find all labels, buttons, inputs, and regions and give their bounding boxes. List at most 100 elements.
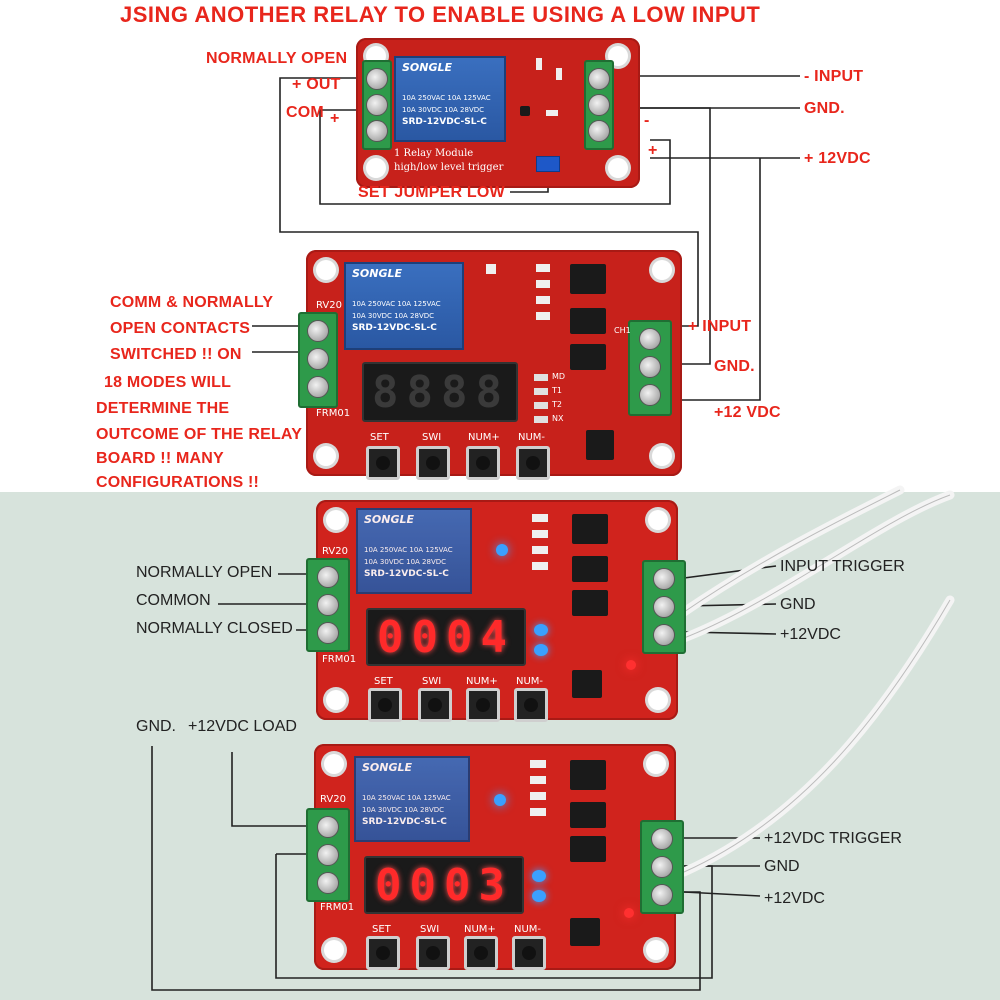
label-normally-open: NORMALLY OPEN — [206, 50, 348, 67]
silk-rv20: RV20 — [322, 546, 348, 557]
set-button[interactable] — [366, 936, 400, 970]
modes-note-line: CONFIGURATIONS !! — [96, 474, 260, 491]
mount-hole — [324, 754, 344, 774]
num-minus-button[interactable] — [512, 936, 546, 970]
label-com: COM — [286, 104, 324, 121]
terminal-screw — [588, 94, 610, 116]
smd-part — [532, 562, 548, 570]
display-value: 8888 — [372, 366, 510, 418]
silk-ch1: CH1 — [614, 326, 631, 335]
ic-chip — [570, 264, 606, 294]
segment-display: 8888 — [362, 362, 518, 422]
terminal-screw — [317, 872, 339, 894]
label-plus-12vdc: +12VDC — [780, 626, 841, 643]
num-plus-button[interactable] — [464, 936, 498, 970]
label-plus: + — [330, 110, 340, 127]
terminal-screw — [639, 384, 661, 406]
silk-rv20: RV20 — [316, 300, 342, 311]
terminal-screw — [651, 856, 673, 878]
mount-hole — [648, 510, 668, 530]
num-plus-button[interactable] — [466, 688, 500, 722]
indicator-led — [534, 402, 548, 409]
modes-note-line: 18 MODES WILL — [104, 374, 232, 391]
button-label-set: SET — [372, 924, 391, 935]
input-terminal-block — [584, 60, 614, 150]
display-value: 0003 — [375, 859, 513, 911]
mount-hole — [608, 158, 628, 178]
num-plus-button[interactable] — [466, 446, 500, 480]
ic-chip — [570, 308, 606, 334]
ic-chip — [570, 760, 606, 790]
num-minus-button[interactable] — [516, 446, 550, 480]
ic-chip — [572, 590, 608, 616]
terminal-screw — [317, 844, 339, 866]
label-normally-open: NORMALLY OPEN — [136, 564, 273, 581]
smd-part — [536, 58, 542, 70]
terminal-screw — [307, 348, 329, 370]
terminal-screw — [317, 622, 339, 644]
module-silk-line: high/low level trigger — [394, 162, 504, 173]
smd-part — [530, 760, 546, 768]
terminal-screw — [653, 624, 675, 646]
label-open-contacts: OPEN CONTACTS — [110, 320, 251, 337]
label-gnd: GND — [780, 596, 816, 613]
terminal-screw — [317, 566, 339, 588]
indicator-led — [534, 374, 548, 381]
swi-button[interactable] — [418, 688, 452, 722]
mount-hole — [646, 940, 666, 960]
relay-module-board: SONGLE 10A 250VAC 10A 125VAC 10A 30VDC 1… — [356, 38, 640, 188]
smd-part — [556, 68, 562, 80]
smd-part — [530, 792, 546, 800]
set-button[interactable] — [366, 446, 400, 480]
label-gnd: GND. — [804, 100, 845, 117]
silk-nx: NX — [552, 414, 564, 423]
relay-component: SONGLE 10A 250VAC 10A 125VAC 10A 30VDC 1… — [356, 508, 472, 594]
mount-hole — [646, 754, 666, 774]
smd-part — [532, 514, 548, 522]
ic-chip — [572, 514, 608, 544]
num-minus-button[interactable] — [514, 688, 548, 722]
label-input-trigger: INPUT TRIGGER — [780, 558, 905, 575]
mount-hole — [326, 690, 346, 710]
terminal-screw — [651, 884, 673, 906]
label-normally-closed: NORMALLY CLOSED — [136, 620, 293, 637]
indicator-led — [534, 416, 548, 423]
terminal-screw — [317, 594, 339, 616]
silk-t2: T2 — [552, 400, 562, 409]
smd-part — [532, 530, 548, 538]
label-gnd: GND — [764, 858, 800, 875]
input-terminal-block — [640, 820, 684, 914]
terminal-screw — [307, 376, 329, 398]
modes-note-line: BOARD !! MANY — [96, 450, 224, 467]
button-label-swi: SWI — [422, 676, 442, 687]
indicator-led — [534, 644, 548, 656]
timer-board-1: RV20 FRM01 SONGLE 10A 250VAC 10A 125VAC … — [298, 250, 682, 480]
display-value: 0004 — [377, 611, 515, 663]
relay-terminal-block — [298, 312, 338, 408]
button-label-num-plus: NUM+ — [464, 924, 496, 935]
voltage-regulator — [572, 670, 602, 698]
swi-button[interactable] — [416, 446, 450, 480]
status-led — [496, 544, 508, 556]
terminal-screw — [366, 68, 388, 90]
indicator-led — [532, 890, 546, 902]
swi-button[interactable] — [416, 936, 450, 970]
label-comm-normally: COMM & NORMALLY — [110, 294, 274, 311]
trigger-jumper[interactable] — [536, 156, 560, 172]
relay-spec: 10A 30VDC 10A 28VDC — [402, 106, 485, 114]
input-terminal-block — [628, 320, 672, 416]
smd-part — [486, 264, 496, 274]
segment-display: 0004 — [366, 608, 526, 666]
relay-model: SRD-12VDC-SL-C — [402, 117, 487, 127]
transistor — [520, 106, 530, 116]
relay-brand: SONGLE — [402, 61, 453, 74]
set-button[interactable] — [368, 688, 402, 722]
relay-spec: 10A 250VAC 10A 125VAC — [402, 94, 491, 102]
output-terminal-block — [362, 60, 392, 150]
mount-hole — [366, 158, 386, 178]
terminal-screw — [307, 320, 329, 342]
indicator-led — [534, 388, 548, 395]
button-label-num-minus: NUM- — [516, 676, 544, 687]
power-led — [624, 908, 634, 918]
